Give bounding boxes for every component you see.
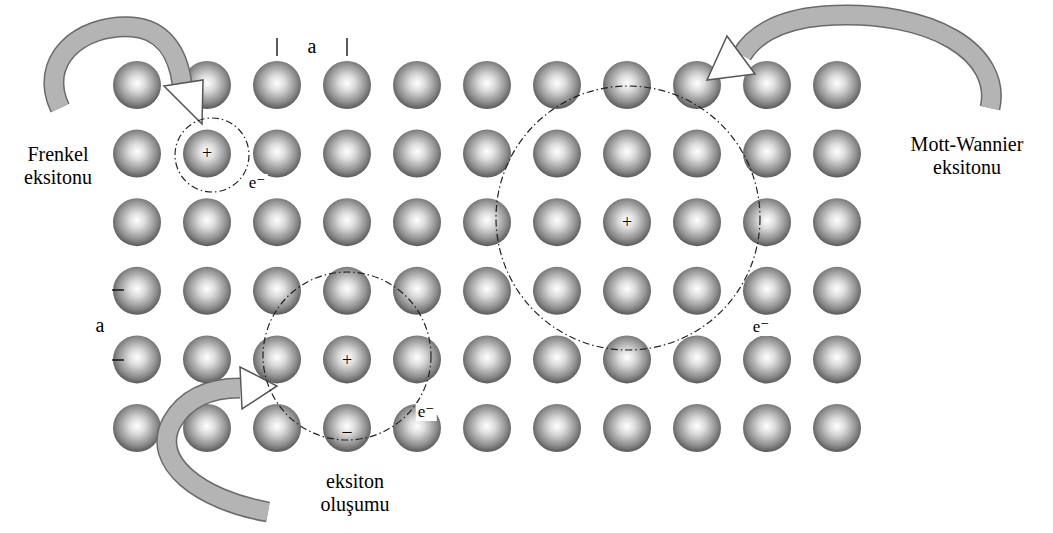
- arrow-outline: [742, 15, 991, 108]
- exciton-formation-circle: +e⁻–: [262, 271, 432, 441]
- atom: [603, 198, 651, 246]
- atom: [533, 130, 581, 178]
- atom: [183, 267, 231, 315]
- charge-mark: –: [343, 422, 352, 440]
- mott-wannier-label: Mott-Wannier eksitonu: [892, 133, 1042, 179]
- atom: [253, 61, 301, 109]
- arrow-head: [164, 80, 203, 124]
- arrow-band: [167, 388, 268, 512]
- atom: [323, 198, 371, 246]
- atom: [463, 335, 511, 383]
- curved-arrow: [707, 15, 991, 108]
- atom: [113, 198, 161, 246]
- atom: [673, 198, 721, 246]
- curved-arrow: [54, 27, 203, 124]
- atom: [183, 335, 231, 383]
- atom: [743, 404, 791, 452]
- atom: [393, 198, 441, 246]
- dashed-circle: [496, 86, 760, 350]
- atom: [533, 61, 581, 109]
- dimension-label: a: [85, 314, 115, 337]
- atom: [253, 130, 301, 178]
- atom: [253, 198, 301, 246]
- atom: [673, 404, 721, 452]
- atom: [323, 130, 371, 178]
- dashed-circle: [175, 118, 249, 192]
- dimension-label: a: [297, 35, 327, 58]
- atom: [603, 335, 651, 383]
- dimension-tick: [112, 359, 124, 360]
- atom: [813, 130, 861, 178]
- hole-charge: +: [342, 351, 352, 369]
- atom: [743, 130, 791, 178]
- atom: [463, 267, 511, 315]
- mott-wannier-exciton-circle: +e⁻: [495, 85, 761, 351]
- atom: [533, 404, 581, 452]
- atom: [813, 198, 861, 246]
- atom: [463, 61, 511, 109]
- arrow-head: [707, 36, 755, 80]
- atom: [113, 267, 161, 315]
- formation-label: eksiton oluşumu: [300, 470, 410, 516]
- atom: [113, 335, 161, 383]
- frenkel-label: Frenkel eksitonu: [8, 143, 108, 189]
- atom: [813, 267, 861, 315]
- atom: [743, 198, 791, 246]
- arrow-band: [742, 15, 991, 108]
- atom: [393, 61, 441, 109]
- curved-arrow: [167, 367, 277, 512]
- atom: [463, 404, 511, 452]
- atom: [603, 61, 651, 109]
- atom: [323, 335, 371, 383]
- atom: [113, 61, 161, 109]
- atom: [183, 130, 231, 178]
- atom: [673, 335, 721, 383]
- atom: [393, 130, 441, 178]
- atom: [253, 404, 301, 452]
- arrow-head: [240, 367, 277, 409]
- pointer-arrows: [54, 15, 992, 512]
- atom: [673, 130, 721, 178]
- atom: [603, 404, 651, 452]
- atom: [463, 198, 511, 246]
- electron-charge: e⁻: [247, 174, 268, 192]
- arrow-outline: [167, 388, 268, 512]
- arrow-outline: [54, 27, 182, 108]
- atom: [743, 335, 791, 383]
- atom: [813, 61, 861, 109]
- dimension-tick: [346, 38, 347, 56]
- hole-charge: +: [202, 144, 212, 162]
- atom: [393, 404, 441, 452]
- dimension-tick: [112, 289, 124, 290]
- atom: [323, 404, 371, 452]
- atom: [813, 404, 861, 452]
- atom: [183, 198, 231, 246]
- atom: [533, 198, 581, 246]
- atom: [113, 130, 161, 178]
- hole-charge: +: [622, 213, 632, 231]
- dashed-circle: [263, 272, 431, 440]
- electron-charge: e⁻: [416, 403, 437, 421]
- atom: [533, 335, 581, 383]
- atom: [813, 335, 861, 383]
- dimension-tick: [276, 38, 277, 56]
- atom: [253, 335, 301, 383]
- atom: [463, 130, 511, 178]
- atom: [323, 61, 371, 109]
- atom: [743, 267, 791, 315]
- atom: [533, 267, 581, 315]
- frenkel-exciton-circle: +e⁻: [174, 117, 250, 193]
- dimension-ticks: [112, 38, 347, 360]
- arrow-band: [54, 27, 182, 108]
- atom: [393, 335, 441, 383]
- atom: [603, 130, 651, 178]
- atom: [603, 267, 651, 315]
- electron-charge: e⁻: [751, 318, 772, 336]
- atom: [113, 404, 161, 452]
- atom: [673, 267, 721, 315]
